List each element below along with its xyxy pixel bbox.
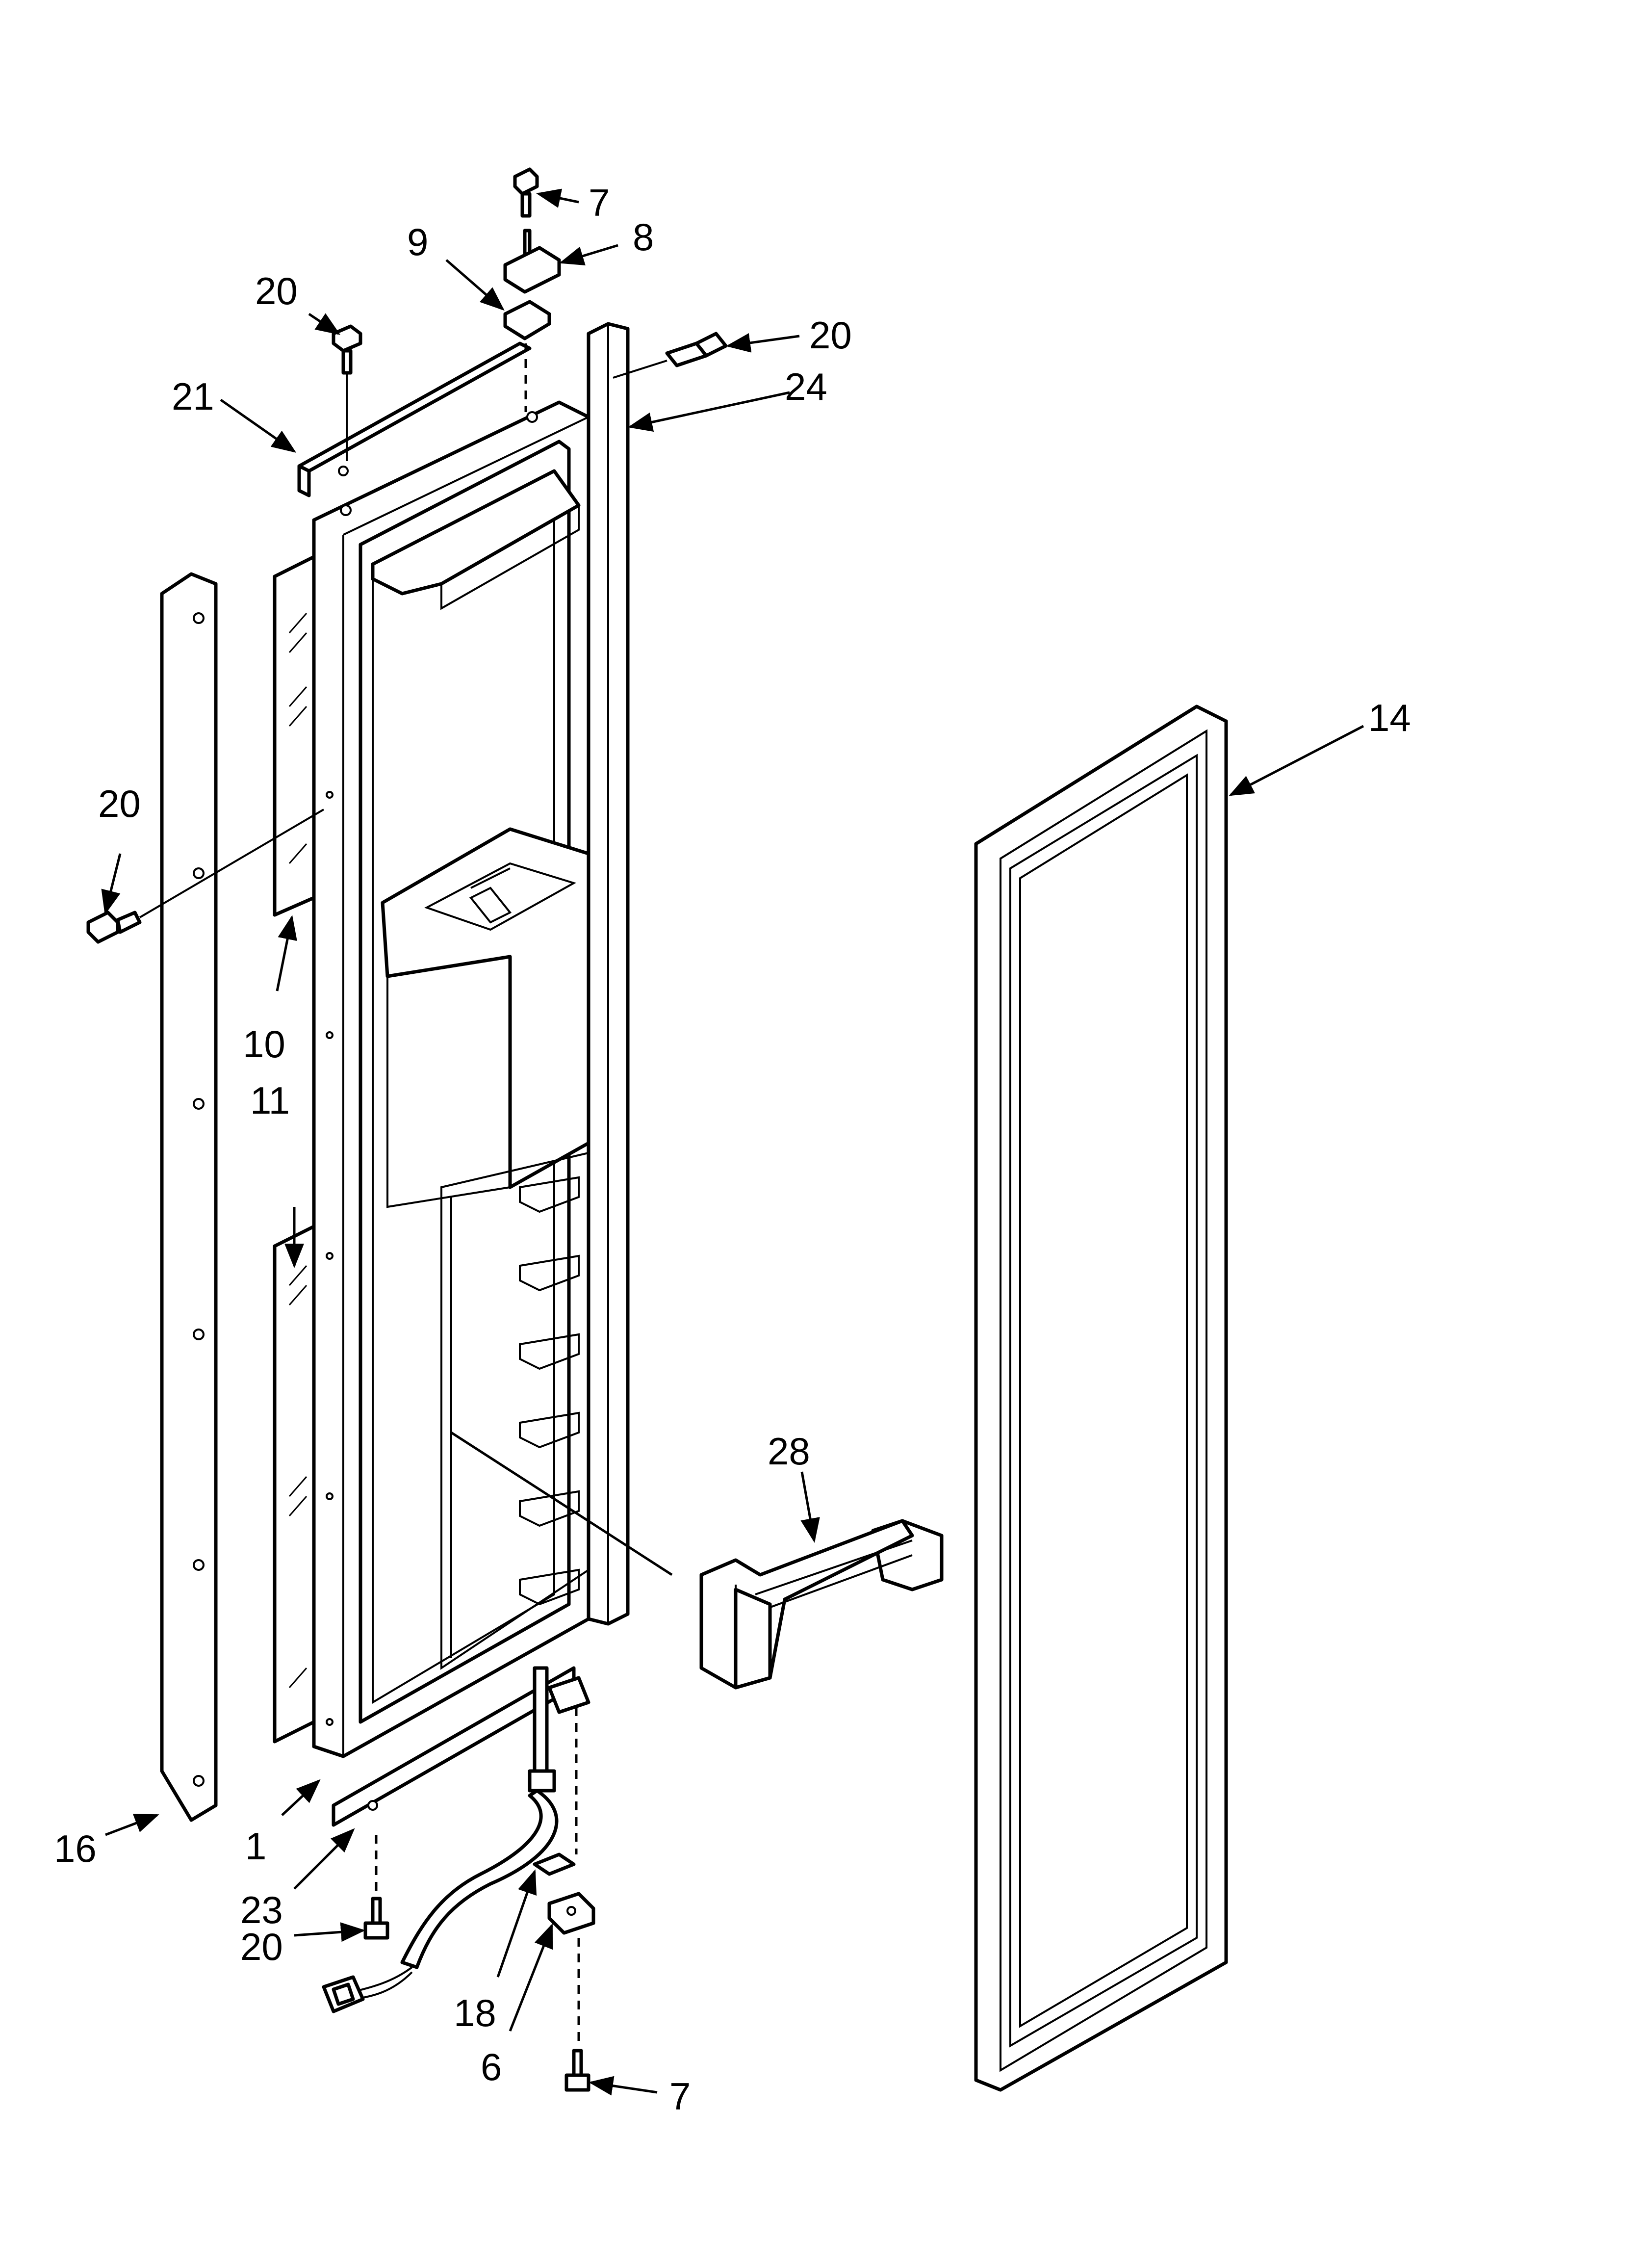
callout-20-top-right: 20: [809, 313, 852, 357]
bottom-hinge-bracket: [547, 1676, 590, 1714]
callout-10: 10: [243, 1022, 285, 1066]
callout-7-top: 7: [589, 181, 610, 224]
callout-21: 21: [172, 375, 214, 418]
callout-7-bottom: 7: [669, 2075, 691, 2118]
callout-23: 23: [240, 1888, 283, 1931]
callout-24: 24: [785, 365, 827, 408]
door-liner-part-1: [312, 400, 590, 1758]
screw-part-20-bottom: [363, 1897, 389, 1940]
hinge-part-6: [547, 1892, 595, 1935]
callout-16: 16: [54, 1827, 97, 1870]
callout-28: 28: [768, 1430, 810, 1473]
hinge-part-8: [503, 229, 561, 294]
leader-lines: [101, 188, 1364, 2096]
door-panel-part-16: [160, 572, 218, 1822]
callout-8: 8: [633, 215, 654, 259]
callout-20-top-left: 20: [255, 269, 298, 313]
callout-9: 9: [407, 220, 428, 263]
wire-harness: [322, 1666, 559, 2013]
callout-20-bottom: 20: [240, 1925, 283, 1968]
hinge-pin-part-7-bottom: [564, 2049, 590, 2092]
screw-part-20-mid-left: [86, 911, 142, 944]
glass-panel-part-10: [273, 555, 316, 917]
callout-20-mid-left: 20: [98, 782, 141, 825]
screw-part-20-top-right: [665, 332, 728, 367]
door-gasket-part-14: [974, 704, 1228, 2092]
callout-6: 6: [481, 2045, 502, 2088]
glass-panel-part-11: [273, 1225, 316, 1744]
callout-11: 11: [250, 1079, 290, 1122]
callout-18: 18: [454, 1991, 496, 2034]
callout-1: 1: [245, 1825, 266, 1868]
door-bin-part-28: [699, 1519, 944, 1690]
hinge-pin-part-7-top: [513, 167, 539, 218]
trim-strip-part-24: [587, 322, 630, 1626]
top-bracket-part-21: [297, 341, 532, 497]
shim-part-9: [503, 300, 551, 340]
callout-14: 14: [1368, 696, 1411, 739]
shim-part-18: [533, 1852, 576, 1876]
